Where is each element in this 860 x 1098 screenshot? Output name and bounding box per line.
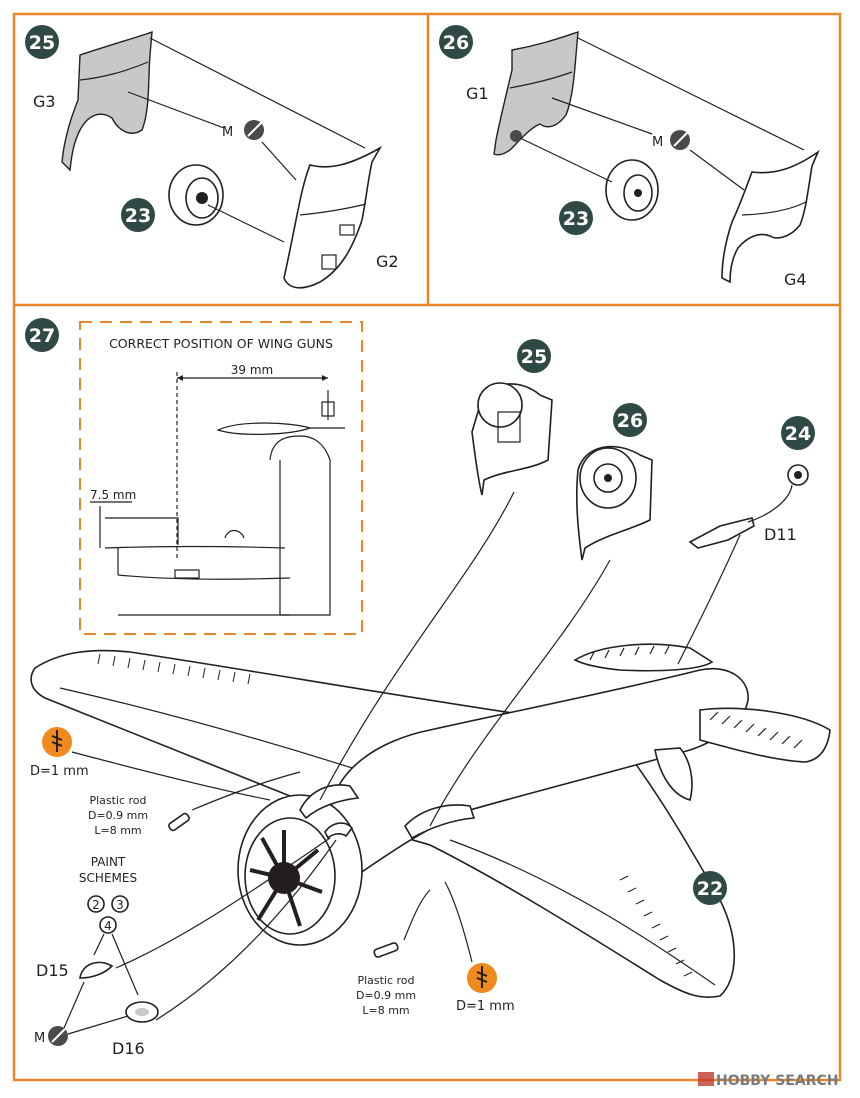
rod-note-right-1: Plastic rod xyxy=(357,974,414,987)
svg-text:25: 25 xyxy=(29,32,55,54)
panel-step-25: 25 G3 G2 M 23 xyxy=(25,25,399,289)
part-g4 xyxy=(721,149,820,284)
step-badge-26: 26 xyxy=(439,25,473,59)
svg-text:2: 2 xyxy=(92,898,100,912)
part-d15 xyxy=(79,961,114,979)
panel-step-26: 26 G1 G4 M 23 xyxy=(439,25,820,289)
label-d16: D16 xyxy=(112,1039,145,1058)
label-m3: M xyxy=(34,1031,45,1046)
plastic-rod-right xyxy=(373,942,399,958)
assembly-26 xyxy=(575,445,653,561)
drill-icon xyxy=(467,963,497,993)
svg-text:3: 3 xyxy=(116,898,124,912)
step-badge-22: 22 xyxy=(693,871,727,905)
watermark: HOBBY SEARCH xyxy=(698,1072,838,1089)
svg-text:27: 27 xyxy=(29,325,55,347)
drill-note-right: D=1 mm xyxy=(456,999,515,1014)
step-badge-25b: 25 xyxy=(517,339,551,373)
plastic-rod-left xyxy=(168,812,190,832)
wheel-part-23a xyxy=(168,164,224,226)
label-g3: G3 xyxy=(33,92,56,111)
glue-lines xyxy=(63,981,129,1035)
svg-text:HOBBY SEARCH: HOBBY SEARCH xyxy=(716,1073,838,1089)
rod-note-left-2: D=0.9 mm xyxy=(88,809,148,822)
assembly-lines-26 xyxy=(519,37,805,191)
scheme-circles: 2 3 4 xyxy=(87,895,139,996)
step-badge-25: 25 xyxy=(25,25,59,59)
aircraft-fuselage xyxy=(329,643,831,881)
svg-text:26: 26 xyxy=(617,410,643,432)
step-badge-26b: 26 xyxy=(613,403,647,437)
part-d16 xyxy=(125,1001,159,1023)
panel-step-27: 27 CORRECT POSITION OF WING GUNS 39 mm 7… xyxy=(25,318,831,1058)
inset-title: CORRECT POSITION OF WING GUNS xyxy=(109,336,333,351)
label-m1: M xyxy=(222,125,233,140)
step-badge-23b: 23 xyxy=(559,201,593,235)
svg-text:23: 23 xyxy=(563,208,589,230)
rod-note-right-3: L=8 mm xyxy=(362,1004,409,1017)
wing-guns-inset: CORRECT POSITION OF WING GUNS 39 mm 7.5 … xyxy=(79,321,363,635)
rod-note-right-2: D=0.9 mm xyxy=(356,989,416,1002)
label-d15: D15 xyxy=(36,961,69,980)
part-g2 xyxy=(283,145,383,289)
rod-note-left-1: Plastic rod xyxy=(89,794,146,807)
svg-text:22: 22 xyxy=(697,878,723,900)
part-d11 xyxy=(688,517,755,549)
label-d11: D11 xyxy=(764,525,797,544)
glue-icon xyxy=(48,1026,68,1046)
label-g2: G2 xyxy=(376,252,399,271)
svg-text:4: 4 xyxy=(104,919,112,933)
assembly-lines-25 xyxy=(127,37,366,243)
assembly-25 xyxy=(471,382,553,496)
paint-label-1: PAINT xyxy=(91,855,126,869)
assembly-lines-27 xyxy=(71,484,793,1021)
aileron-hatching xyxy=(97,653,693,977)
panel-frames xyxy=(12,12,842,1082)
label-g1: G1 xyxy=(466,84,489,103)
svg-text:23: 23 xyxy=(125,205,151,227)
glue-icon xyxy=(670,130,690,150)
part-g3 xyxy=(61,30,153,172)
label-g4: G4 xyxy=(784,270,807,289)
dim-7-5mm: 7.5 mm xyxy=(90,488,136,502)
engine-cowling xyxy=(237,794,363,946)
drill-icon xyxy=(42,727,72,757)
svg-text:24: 24 xyxy=(785,423,811,445)
part-g1 xyxy=(493,30,579,156)
part-24 xyxy=(787,464,809,486)
gear-leg-attach xyxy=(299,784,476,840)
wheel-part-23b xyxy=(605,159,659,221)
dim-39mm: 39 mm xyxy=(231,363,273,377)
rod-note-left-3: L=8 mm xyxy=(94,824,141,837)
svg-text:26: 26 xyxy=(443,32,469,54)
step-badge-24: 24 xyxy=(781,416,815,450)
step-badge-23a: 23 xyxy=(121,198,155,232)
drill-note-left: D=1 mm xyxy=(30,764,89,779)
glue-icon xyxy=(244,120,264,140)
label-m2: M xyxy=(652,135,663,150)
svg-text:25: 25 xyxy=(521,346,547,368)
paint-label-2: SCHEMES xyxy=(79,871,137,885)
step-badge-27: 27 xyxy=(25,318,59,352)
